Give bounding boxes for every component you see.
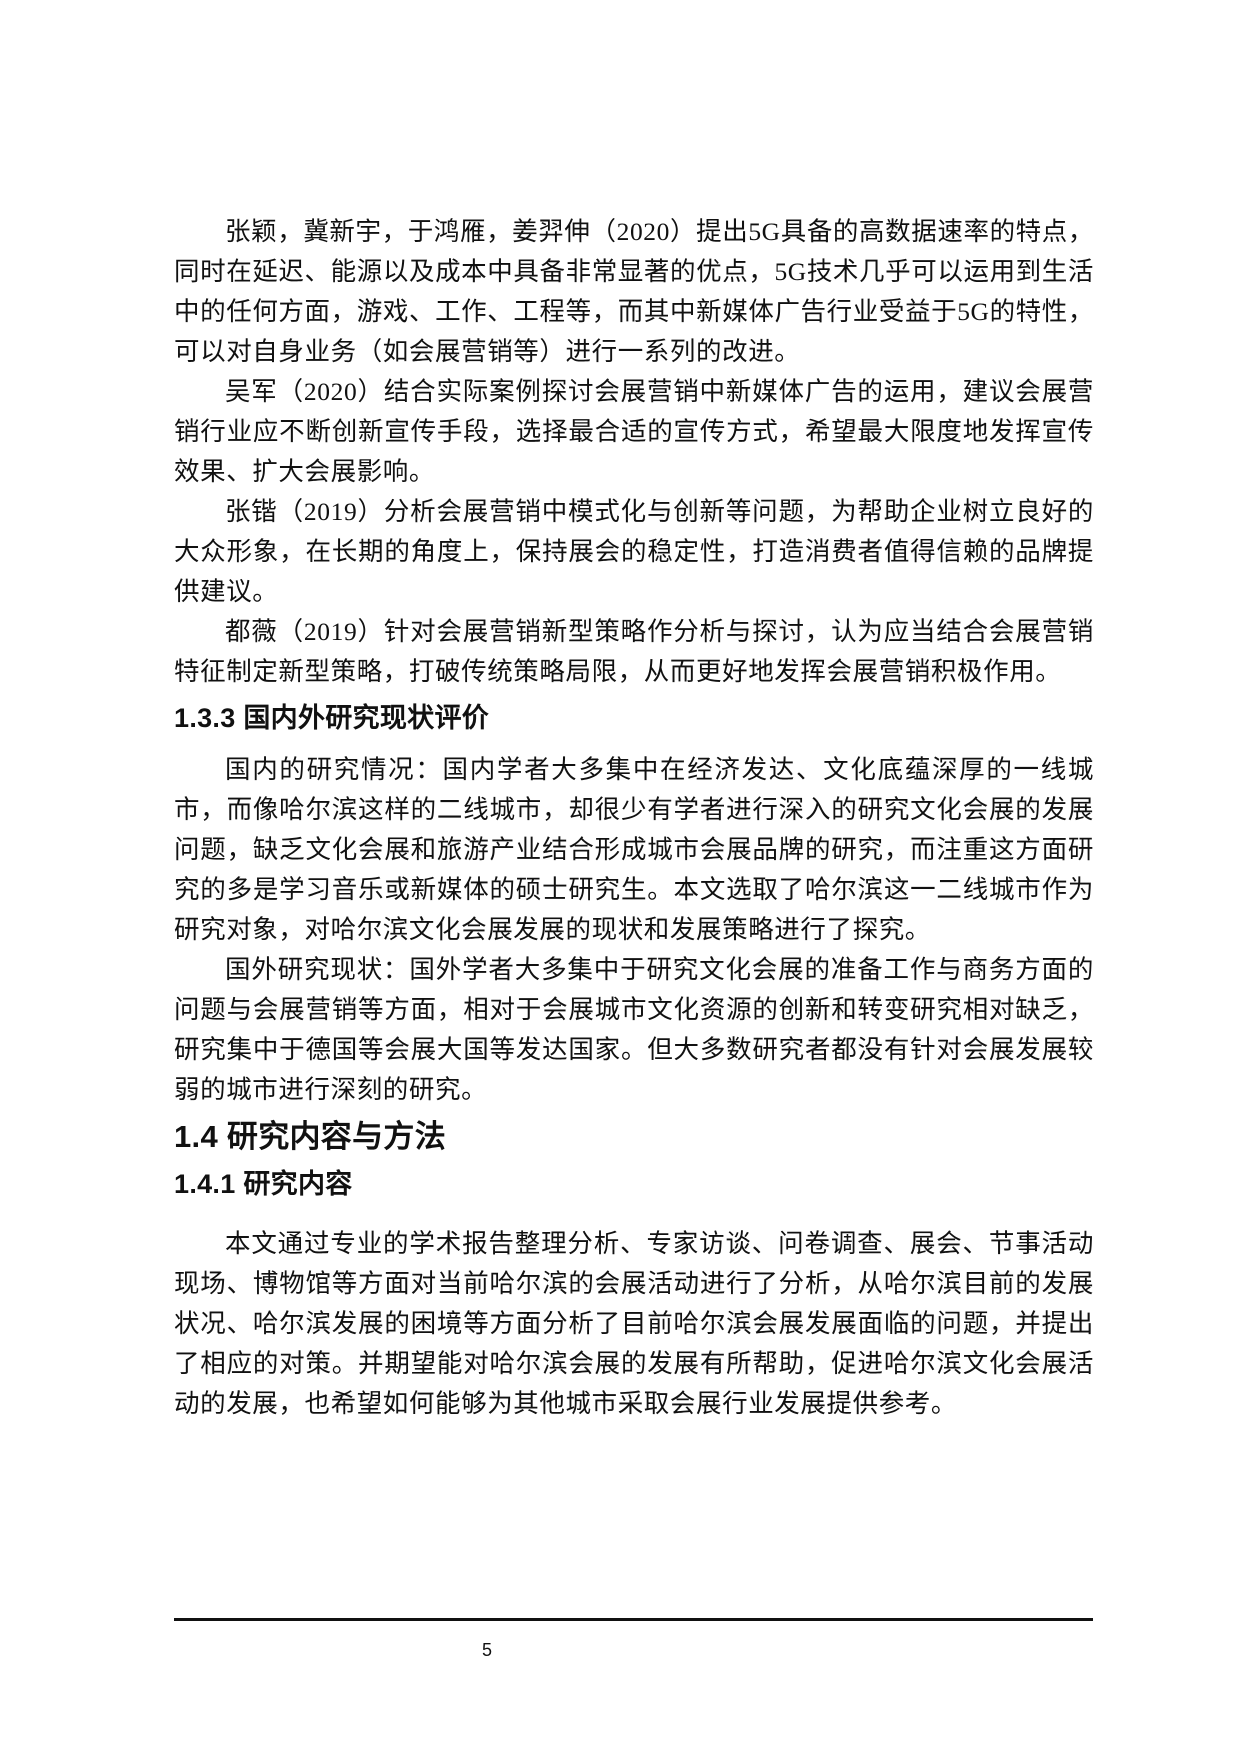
footer-divider: [174, 1618, 1093, 1621]
paragraph-foreign-research: 国外研究现状：国外学者大多集中于研究文化会展的准备工作与商务方面的问题与会展营销…: [174, 955, 1094, 1104]
heading-1-3-3: 1.3.3 国内外研究现状评价: [174, 703, 490, 733]
paragraph-research-content: 本文通过专业的学术报告整理分析、专家访谈、问卷调查、展会、节事活动现场、博物馆等…: [174, 1229, 1094, 1418]
paragraph-wu-jun: 吴军（2020）结合实际案例探讨会展营销中新媒体广告的运用，建议会展营销行业应不…: [174, 377, 1094, 486]
paragraph-du-wei: 都薇（2019）针对会展营销新型策略作分析与探讨，认为应当结合会展营销特征制定新…: [174, 617, 1094, 686]
document-page: 张颖，冀新宇，于鸿雁，姜羿伸（2020）提出5G具备的高数据速率的特点，同时在延…: [174, 212, 1094, 1424]
page-number: 5: [482, 1640, 493, 1660]
heading-1-4: 1.4 研究内容与方法: [174, 1119, 447, 1154]
paragraph-zhang-ying: 张颖，冀新宇，于鸿雁，姜羿伸（2020）提出5G具备的高数据速率的特点，同时在延…: [174, 217, 1094, 366]
paragraph-zhang-kai: 张锴（2019）分析会展营销中模式化与创新等问题，为帮助企业树立良好的大众形象，…: [174, 497, 1094, 606]
paragraph-domestic-research: 国内的研究情况：国内学者大多集中在经济发达、文化底蕴深厚的一线城市，而像哈尔滨这…: [174, 755, 1094, 944]
heading-1-4-1: 1.4.1 研究内容: [174, 1169, 353, 1199]
